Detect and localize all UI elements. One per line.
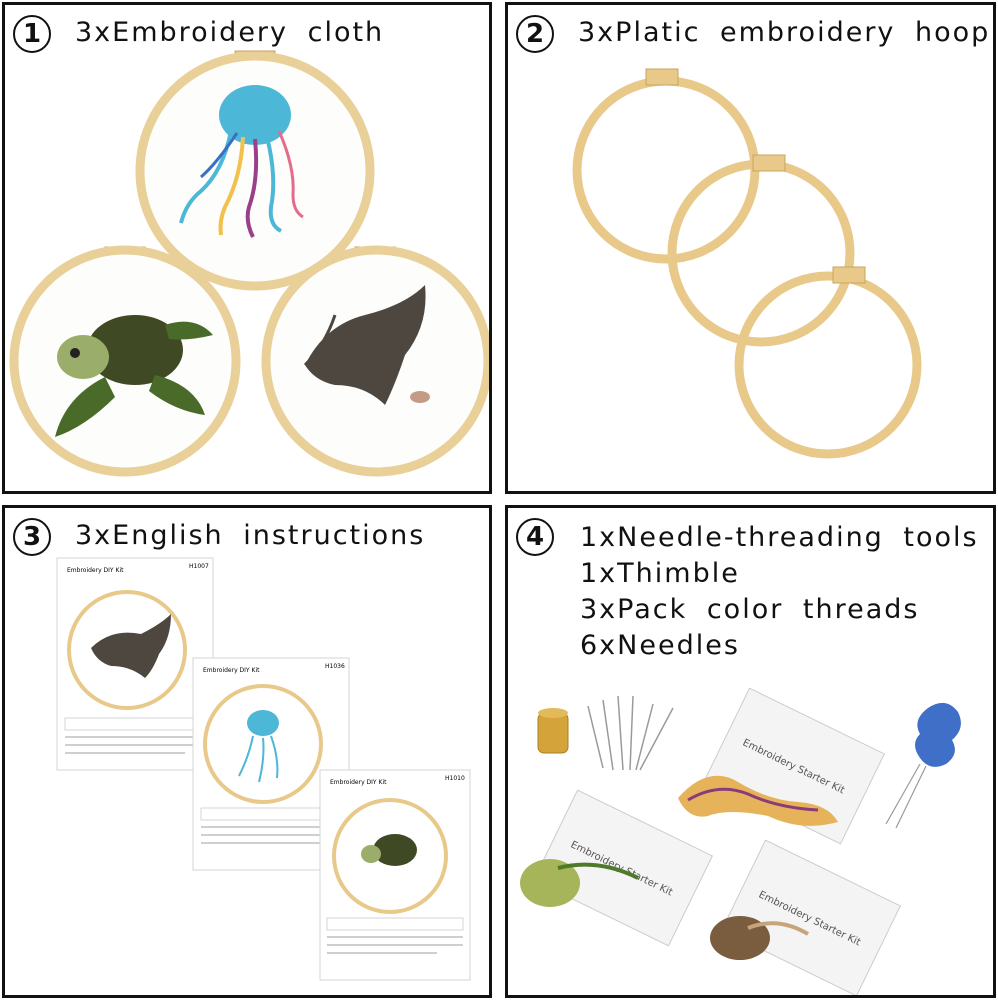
- panel-title-3: 3xEnglish instructions: [75, 520, 426, 551]
- hoop-illustration: [572, 68, 922, 459]
- step-number-1: 1: [13, 15, 51, 53]
- sheet-2-code: H1036: [325, 663, 345, 670]
- instruction-sheets-illustration: Embroidery DIY Kit H1007 Embroidery DIY …: [56, 557, 471, 981]
- embroidery-cloth-illustration: [9, 50, 489, 477]
- turtle-hoop-image: [9, 245, 241, 477]
- sheet-3-code: H1010: [445, 775, 465, 782]
- step-number-4: 4: [516, 518, 554, 556]
- hoop-image-3: [734, 266, 922, 459]
- jellyfish-hoop-image: [135, 50, 375, 291]
- sheet-1-code: H1007: [189, 563, 209, 570]
- panel-title-1: 3xEmbroidery cloth: [75, 17, 385, 48]
- thread-card-1: Embroidery Starter Kit: [678, 687, 885, 845]
- panel-title-2: 3xPlatic embroidery hoop: [578, 17, 991, 48]
- hoop-image-1: [572, 68, 760, 264]
- panel-accessories: 4 1xNeedle-threading tools 1xThimble 3xP…: [505, 505, 996, 998]
- panel-instructions: 3 3xEnglish instructions Embroidery DIY …: [2, 505, 492, 998]
- thread-card-2: Embroidery Starter Kit: [520, 789, 713, 947]
- needle-threader-image: [885, 702, 961, 829]
- sheet-1-header: Embroidery DIY Kit: [67, 567, 124, 574]
- sheet-3-header: Embroidery DIY Kit: [330, 779, 387, 786]
- accessory-line-1: 1xNeedle-threading tools: [580, 522, 979, 553]
- accessory-line-3: 3xPack color threads: [580, 594, 920, 625]
- hoop-image-2: [667, 154, 855, 347]
- manta-ray-hoop-image: [261, 245, 489, 477]
- instruction-sheet-3: Embroidery DIY Kit H1010: [319, 769, 471, 981]
- step-number-2: 2: [516, 15, 554, 53]
- panel-embroidery-cloth: 1 3xEmbroidery cloth: [2, 2, 492, 494]
- thimble-image: [537, 708, 569, 754]
- step-number-3: 3: [13, 518, 51, 556]
- thread-card-3: Embroidery Starter Kit: [710, 839, 901, 995]
- accessory-line-2: 1xThimble: [580, 558, 740, 589]
- accessory-list: 1xNeedle-threading tools 1xThimble 3xPac…: [580, 520, 979, 664]
- needles-image: [587, 695, 674, 771]
- sheet-2-header: Embroidery DIY Kit: [203, 667, 260, 674]
- instruction-sheet-1: Embroidery DIY Kit H1007: [56, 557, 214, 771]
- accessories-illustration: Embroidery Starter Kit Embroidery Starte…: [520, 687, 961, 995]
- panel-embroidery-hoop: 2 3xPlatic embroidery hoop: [505, 2, 996, 494]
- accessory-line-4: 6xNeedles: [580, 630, 740, 661]
